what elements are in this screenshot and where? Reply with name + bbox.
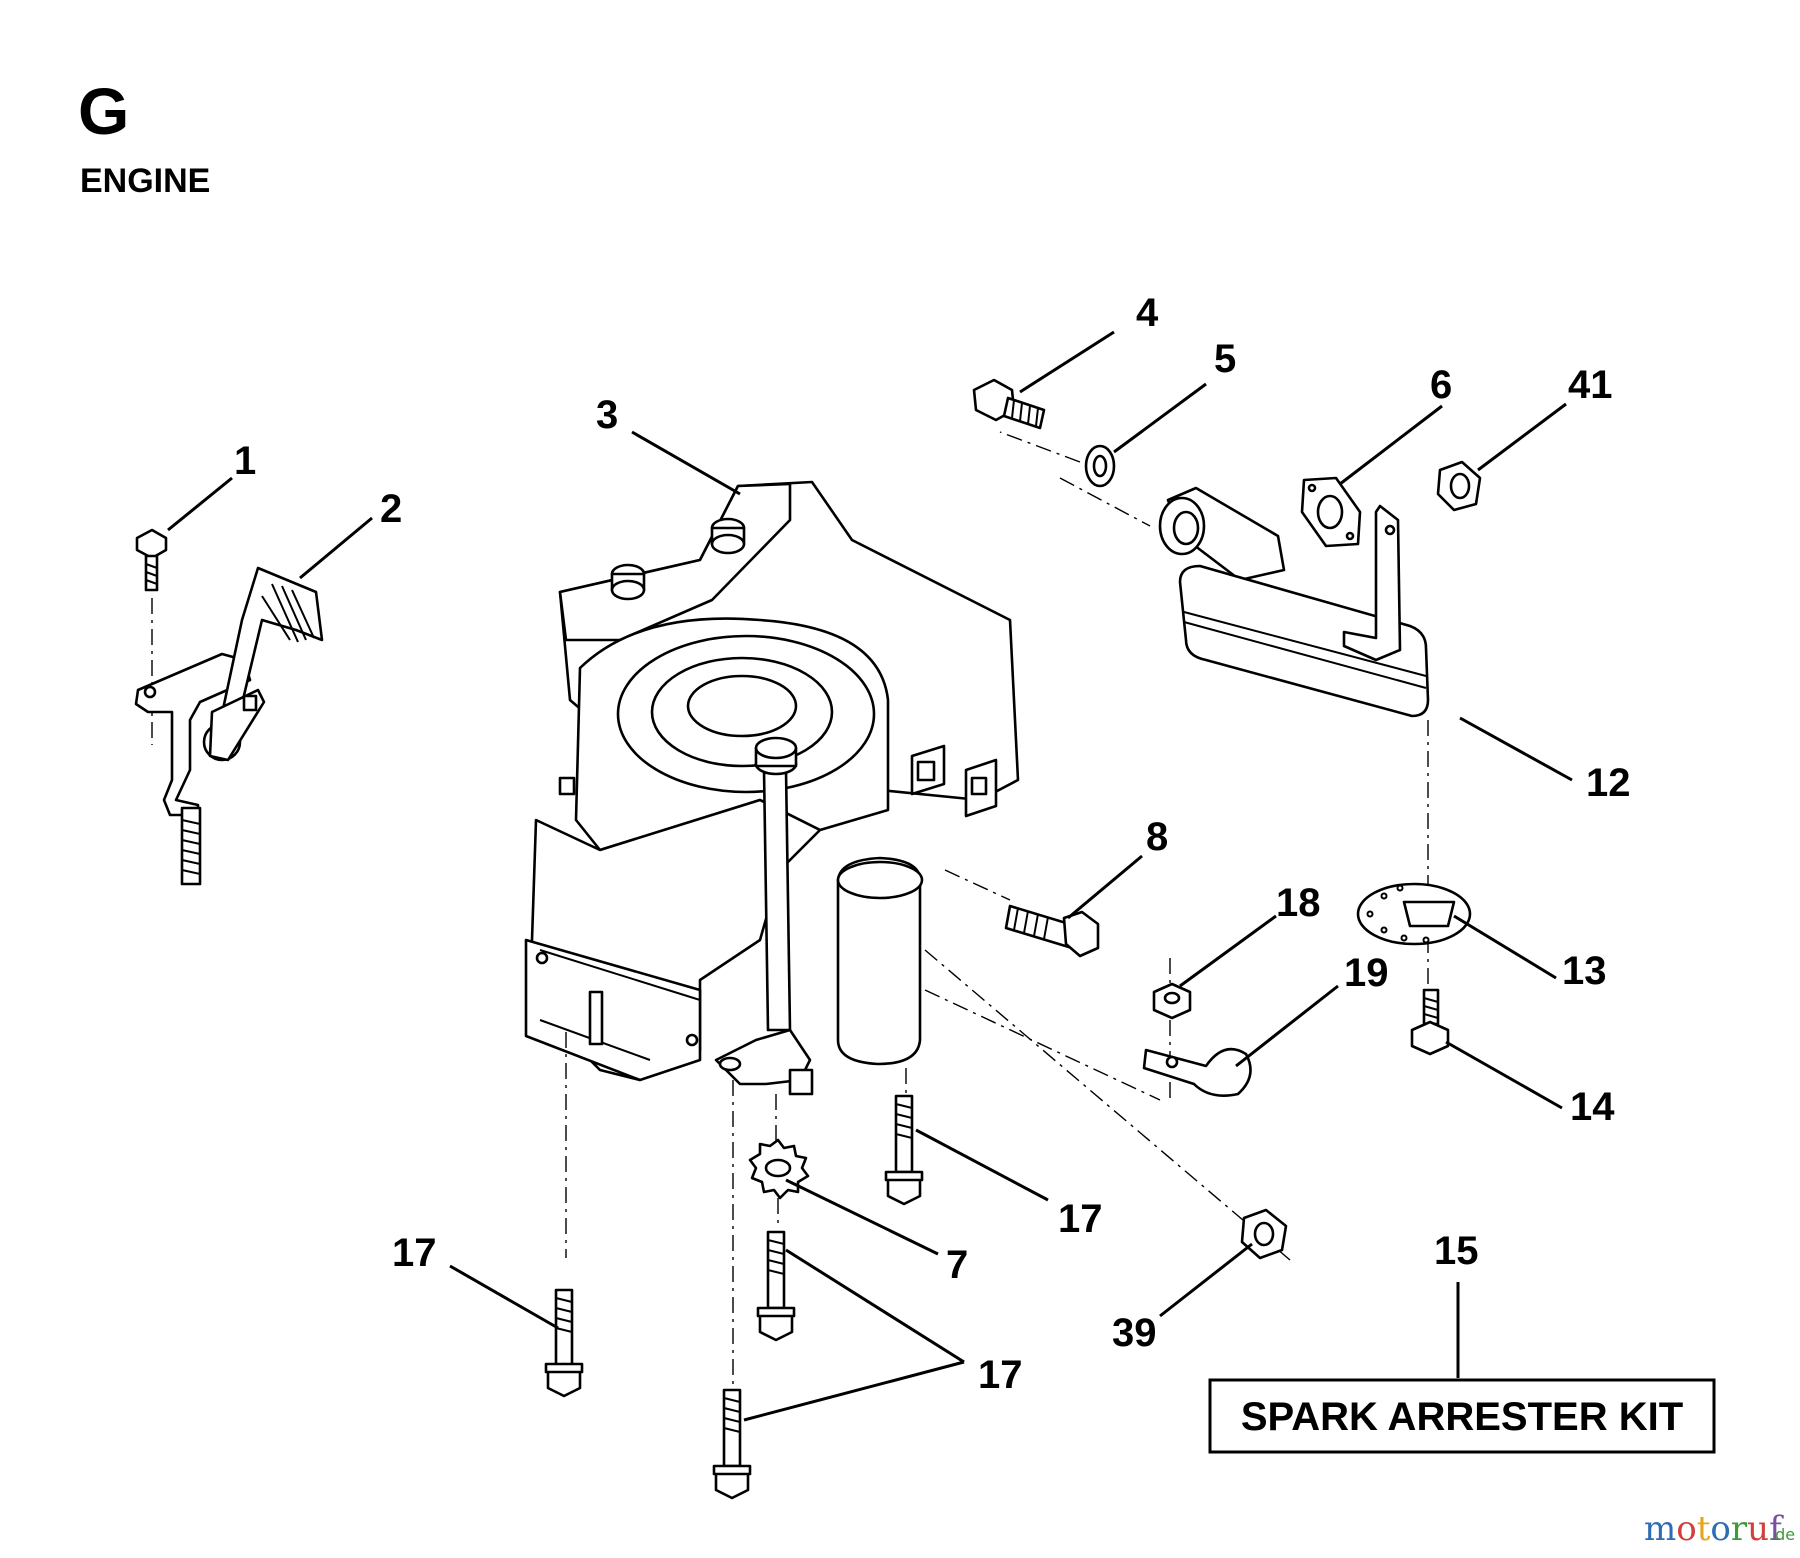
part-17-bolt-d bbox=[712, 1388, 752, 1500]
part-7-star-washer bbox=[748, 1138, 810, 1200]
part-19-clamp bbox=[1142, 1047, 1252, 1097]
part-39-nut bbox=[1240, 1208, 1288, 1260]
watermark-logo: motoruf .de bbox=[1644, 1509, 1795, 1549]
callout-19: 19 bbox=[1344, 951, 1389, 995]
watermark-text: motoruf bbox=[1644, 1509, 1784, 1549]
callout-12: 12 bbox=[1586, 761, 1631, 805]
part-5-washer bbox=[1084, 444, 1116, 488]
part-18-nut bbox=[1152, 982, 1192, 1020]
spark-arrester-kit-box: SPARK ARRESTER KIT bbox=[1208, 1378, 1716, 1454]
callout-5: 5 bbox=[1214, 337, 1236, 381]
part-1-screw bbox=[135, 528, 168, 592]
callout-13: 13 bbox=[1562, 949, 1607, 993]
part-14-screw bbox=[1410, 988, 1450, 1056]
part-3-engine bbox=[524, 480, 1020, 1096]
callout-6: 6 bbox=[1430, 363, 1452, 407]
callout-18: 18 bbox=[1276, 881, 1321, 925]
callout-8: 8 bbox=[1146, 815, 1168, 859]
part-8-bolt bbox=[1004, 904, 1100, 958]
callout-41: 41 bbox=[1568, 363, 1613, 407]
spark-arrester-kit-label: SPARK ARRESTER KIT bbox=[1241, 1395, 1683, 1439]
part-17-bolt-b bbox=[544, 1288, 584, 1398]
callout-2: 2 bbox=[380, 487, 402, 531]
callout-17-left: 17 bbox=[392, 1231, 437, 1275]
part-41-nut bbox=[1436, 460, 1482, 512]
part-17-bolt-c bbox=[756, 1230, 796, 1342]
watermark-suffix: .de bbox=[1770, 1525, 1795, 1544]
callout-4: 4 bbox=[1136, 291, 1159, 335]
callout-17-right: 17 bbox=[1058, 1197, 1103, 1241]
part-13-spark-arrester-screen bbox=[1356, 882, 1472, 946]
section-letter: G bbox=[78, 74, 129, 148]
part-6-gasket bbox=[1300, 476, 1362, 548]
part-17-bolt-a bbox=[884, 1094, 924, 1206]
callout-7: 7 bbox=[946, 1243, 968, 1287]
callout-15: 15 bbox=[1434, 1229, 1479, 1273]
callout-1: 1 bbox=[234, 439, 256, 483]
callout-17-bottom: 17 bbox=[978, 1353, 1023, 1397]
section-title: ENGINE bbox=[80, 162, 210, 200]
callout-39: 39 bbox=[1112, 1311, 1157, 1355]
part-4-bolt bbox=[972, 378, 1046, 430]
part-12-muffler bbox=[1158, 486, 1430, 718]
callout-3: 3 bbox=[596, 393, 618, 437]
callout-14: 14 bbox=[1570, 1085, 1615, 1129]
part-2-throttle-lever bbox=[134, 566, 324, 886]
